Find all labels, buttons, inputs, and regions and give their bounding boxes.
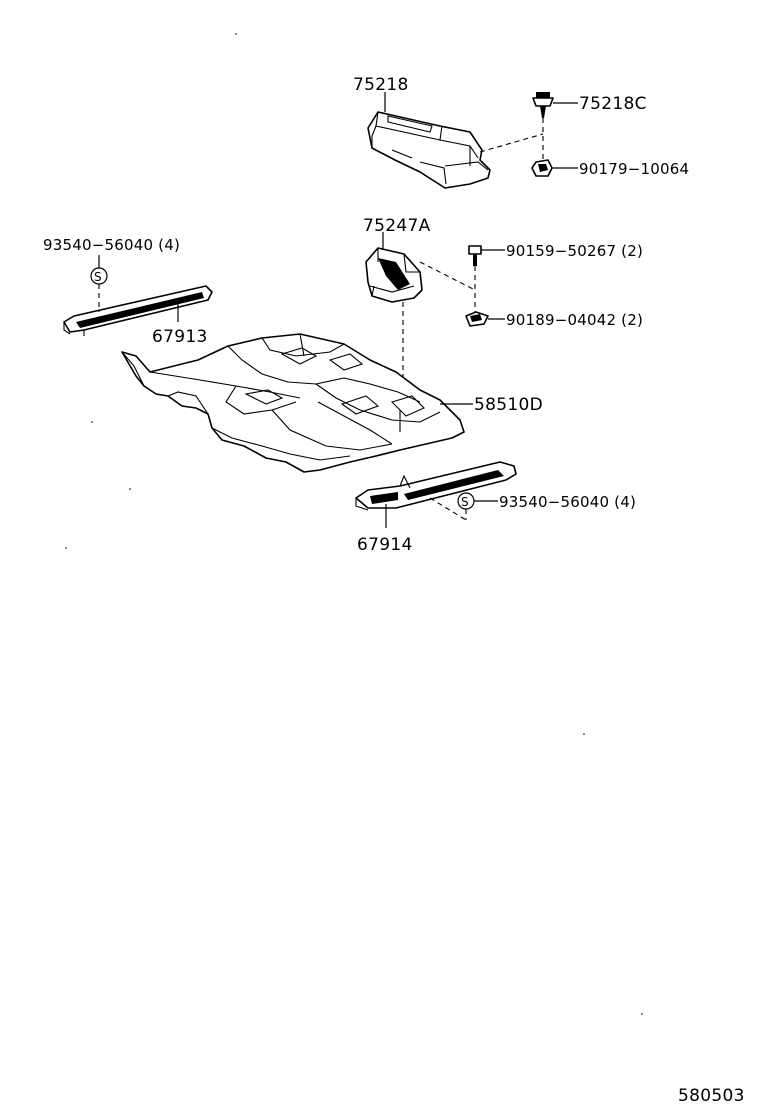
svg-text:S: S <box>94 270 102 284</box>
console-box-part[interactable] <box>367 111 491 189</box>
scuff-plate-67913-part[interactable] <box>63 285 213 336</box>
callout-75218: 75218 <box>353 75 409 95</box>
callout-90179: 90179−10064 <box>579 160 689 178</box>
s-mark-left-icon: S <box>90 267 108 285</box>
diagram-code: 580503 <box>678 1086 745 1106</box>
dash-bracket-to-fasteners <box>419 261 476 291</box>
dash-console-to-clip <box>479 133 544 153</box>
callout-90189: 90189−04042 (2) <box>506 311 643 329</box>
callout-58510d: 58510D <box>474 395 543 415</box>
floor-carpet-58510d-part[interactable] <box>121 333 465 473</box>
screw-90159-icon[interactable] <box>468 245 482 266</box>
clip-75218c-icon[interactable] <box>532 92 554 118</box>
callout-75247a: 75247A <box>363 216 431 236</box>
callout-93540-right: 93540−56040 (4) <box>499 493 636 511</box>
callout-67914: 67914 <box>357 535 413 555</box>
dash-plate-to-s-right <box>429 497 467 521</box>
bracket-75247a-part[interactable] <box>365 247 423 303</box>
nut-90179-icon[interactable] <box>531 159 553 177</box>
scuff-plate-67914-part[interactable] <box>355 461 517 511</box>
s-mark-right-icon: S <box>457 492 475 510</box>
callout-90159: 90159−50267 (2) <box>506 242 643 260</box>
svg-text:S: S <box>461 495 469 509</box>
callout-67913: 67913 <box>152 327 208 347</box>
callout-75218c: 75218C <box>579 94 647 114</box>
nut-90189-icon[interactable] <box>465 311 489 327</box>
callout-93540-left: 93540−56040 (4) <box>43 236 180 254</box>
